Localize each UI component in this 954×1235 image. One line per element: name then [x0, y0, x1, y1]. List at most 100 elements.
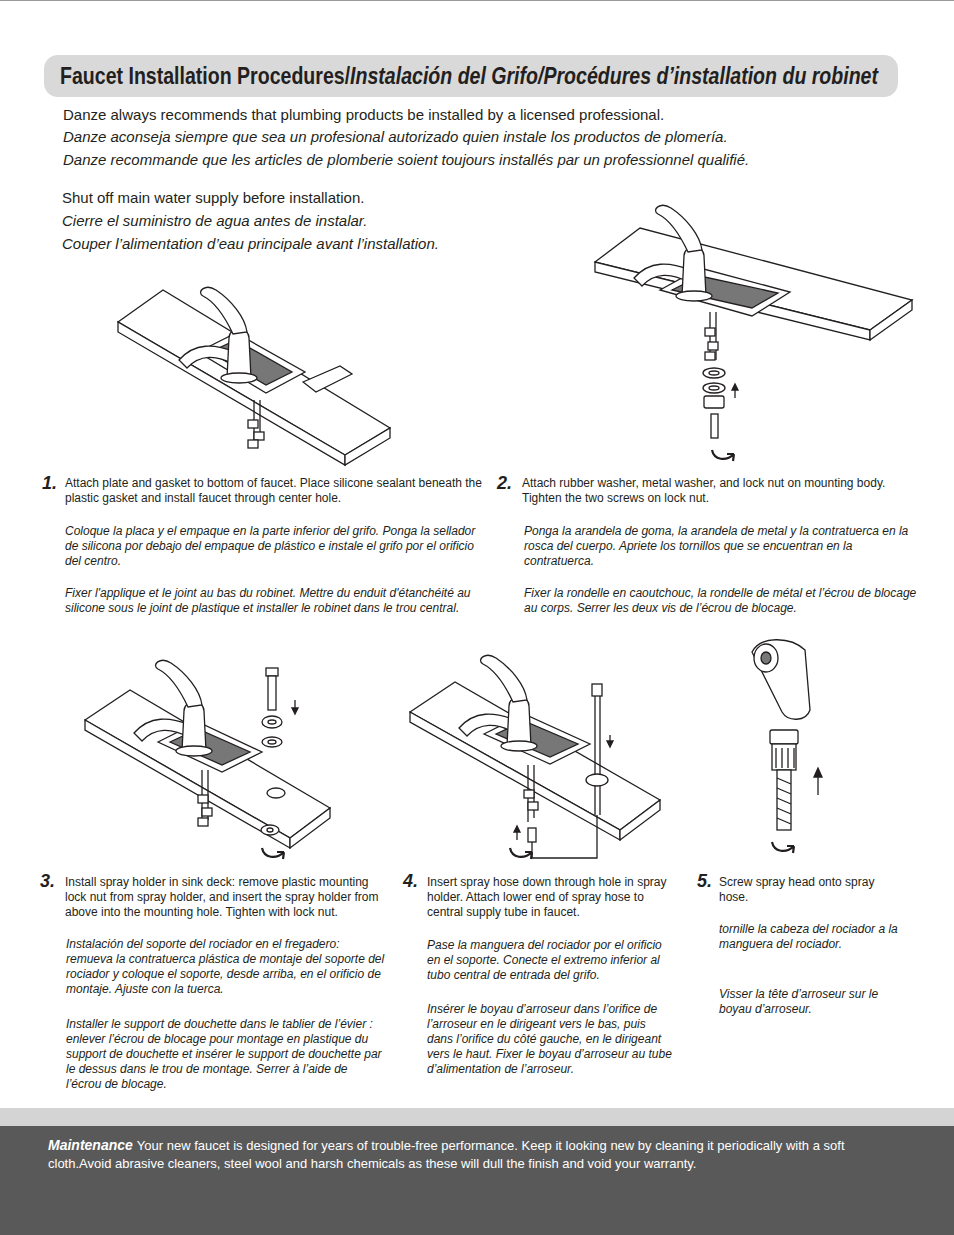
figure-part — [345, 428, 390, 465]
step-text: Ponga la arandela de goma, la arandela d… — [524, 524, 919, 569]
figure-part — [752, 640, 810, 720]
figure-part — [599, 696, 600, 815]
figure-part — [777, 778, 791, 824]
note-line: Cierre el suministro de agua antes de in… — [62, 210, 662, 232]
figure-part — [198, 795, 208, 803]
figure-part — [704, 396, 724, 408]
figure-part — [268, 676, 276, 710]
step5-figure — [752, 640, 822, 853]
figure-part — [248, 440, 258, 448]
figure-part — [262, 737, 282, 747]
figure-part — [586, 774, 608, 786]
figure-part — [118, 290, 390, 455]
figure-part — [134, 660, 212, 756]
step-text: Installer le support de douchette dans l… — [66, 1017, 386, 1092]
figure-part — [595, 262, 870, 340]
figure-part — [777, 770, 791, 830]
figure-part — [814, 768, 822, 777]
figure-part — [202, 808, 212, 816]
figure-part — [261, 825, 279, 835]
figure-part — [292, 708, 298, 714]
intro-line: Danze always recommends that plumbing pr… — [63, 104, 943, 126]
step-text: Visser la tête d’arroseur sur le boyau d… — [719, 987, 909, 1017]
intro-line: Danze aconseja siempre que sea un profes… — [63, 126, 943, 148]
figure-part — [870, 300, 912, 340]
title-band: Faucet Installation Procedures/Instalaci… — [44, 55, 898, 97]
maintenance-body: Your new faucet is designed for years of… — [48, 1138, 845, 1171]
figure-part — [198, 818, 208, 826]
step-text: Attach rubber washer, metal washer, and … — [522, 476, 922, 506]
maintenance-band: MaintenanceYour new faucet is designed f… — [0, 1126, 954, 1235]
step-number: 3. — [40, 872, 62, 890]
figure-part — [459, 655, 537, 751]
step-text: Insert spray hose down through hole in s… — [427, 875, 672, 920]
step-text: Screw spray head onto spray hose. — [719, 875, 899, 905]
figure-part — [594, 696, 595, 815]
figure-part — [705, 328, 715, 336]
figure-part — [510, 848, 532, 859]
figure-part — [712, 450, 734, 461]
figure-part — [532, 815, 597, 858]
figure-part — [770, 730, 798, 744]
figure-part — [592, 684, 602, 696]
step-text: Pase la manguera del rociador por el ori… — [427, 938, 672, 983]
maintenance-heading: Maintenance — [48, 1137, 133, 1153]
figure-part — [410, 682, 660, 830]
step-number: 1. — [42, 474, 62, 492]
figure-part — [705, 352, 715, 360]
figure-part — [703, 368, 725, 378]
figure-part — [262, 716, 282, 728]
figure-part — [732, 384, 738, 390]
figure-part — [711, 414, 718, 438]
figure-part — [634, 205, 712, 301]
figure-part — [761, 652, 771, 664]
maintenance-text: MaintenanceYour new faucet is designed f… — [48, 1136, 898, 1173]
figure-part — [787, 748, 788, 768]
step-number: 4. — [403, 872, 425, 890]
figure-part — [709, 386, 719, 390]
figure-part — [709, 371, 719, 375]
step2-figure — [595, 205, 912, 461]
title-text: Faucet Installation Procedures/Instalaci… — [60, 62, 878, 90]
figure-part — [268, 720, 276, 724]
title-translations: Instalación del Grifo/Procédures d’insta… — [350, 62, 878, 89]
figure-part — [772, 744, 796, 770]
step-text: Fixer la rondelle en caoutchouc, la rond… — [524, 586, 919, 616]
figure-part — [772, 842, 794, 853]
figure-part — [793, 748, 794, 768]
step-text: Insérer le boyau d’arroseur dans l’orifi… — [427, 1002, 672, 1077]
figure-part — [607, 741, 613, 747]
figure-part — [266, 668, 278, 676]
top-rule — [0, 0, 954, 1]
figure-part — [198, 333, 305, 393]
step-text: Coloque la placa y el empaque en la part… — [65, 524, 485, 569]
step-text: Fixer l'applique et le joint au bas du r… — [65, 586, 485, 616]
figure-part — [303, 366, 352, 392]
figure-part — [528, 828, 536, 842]
step1-figure — [118, 287, 390, 465]
step-number: 5. — [697, 872, 719, 890]
note-line: Shut off main water supply before instal… — [62, 187, 662, 209]
figure-part — [754, 644, 778, 672]
figure-part — [267, 828, 273, 832]
step4-figure — [410, 655, 660, 859]
step-number: 2. — [497, 474, 519, 492]
figure-part — [179, 287, 257, 383]
figure-part — [268, 740, 276, 744]
figure-part — [267, 788, 285, 798]
step-text: tornille la cabeza del rociador a la man… — [719, 922, 909, 952]
figure-part — [85, 690, 330, 838]
figure-part — [248, 420, 258, 428]
intro-line: Danze recommande que les articles de plo… — [63, 149, 943, 171]
footer-strip — [0, 1108, 954, 1126]
figure-part — [254, 432, 264, 440]
step-text: Attach plate and gasket to bottom of fau… — [65, 476, 485, 506]
step3-figure — [85, 660, 330, 859]
figure-part — [781, 748, 782, 768]
figure-part — [775, 748, 776, 768]
figure-part — [703, 383, 725, 393]
figure-part — [514, 826, 520, 832]
step-text: Instalación del soporte del rociador en … — [66, 937, 386, 997]
figure-part — [290, 808, 330, 848]
note-line: Couper l’alimentation d’eau principale a… — [62, 233, 662, 255]
